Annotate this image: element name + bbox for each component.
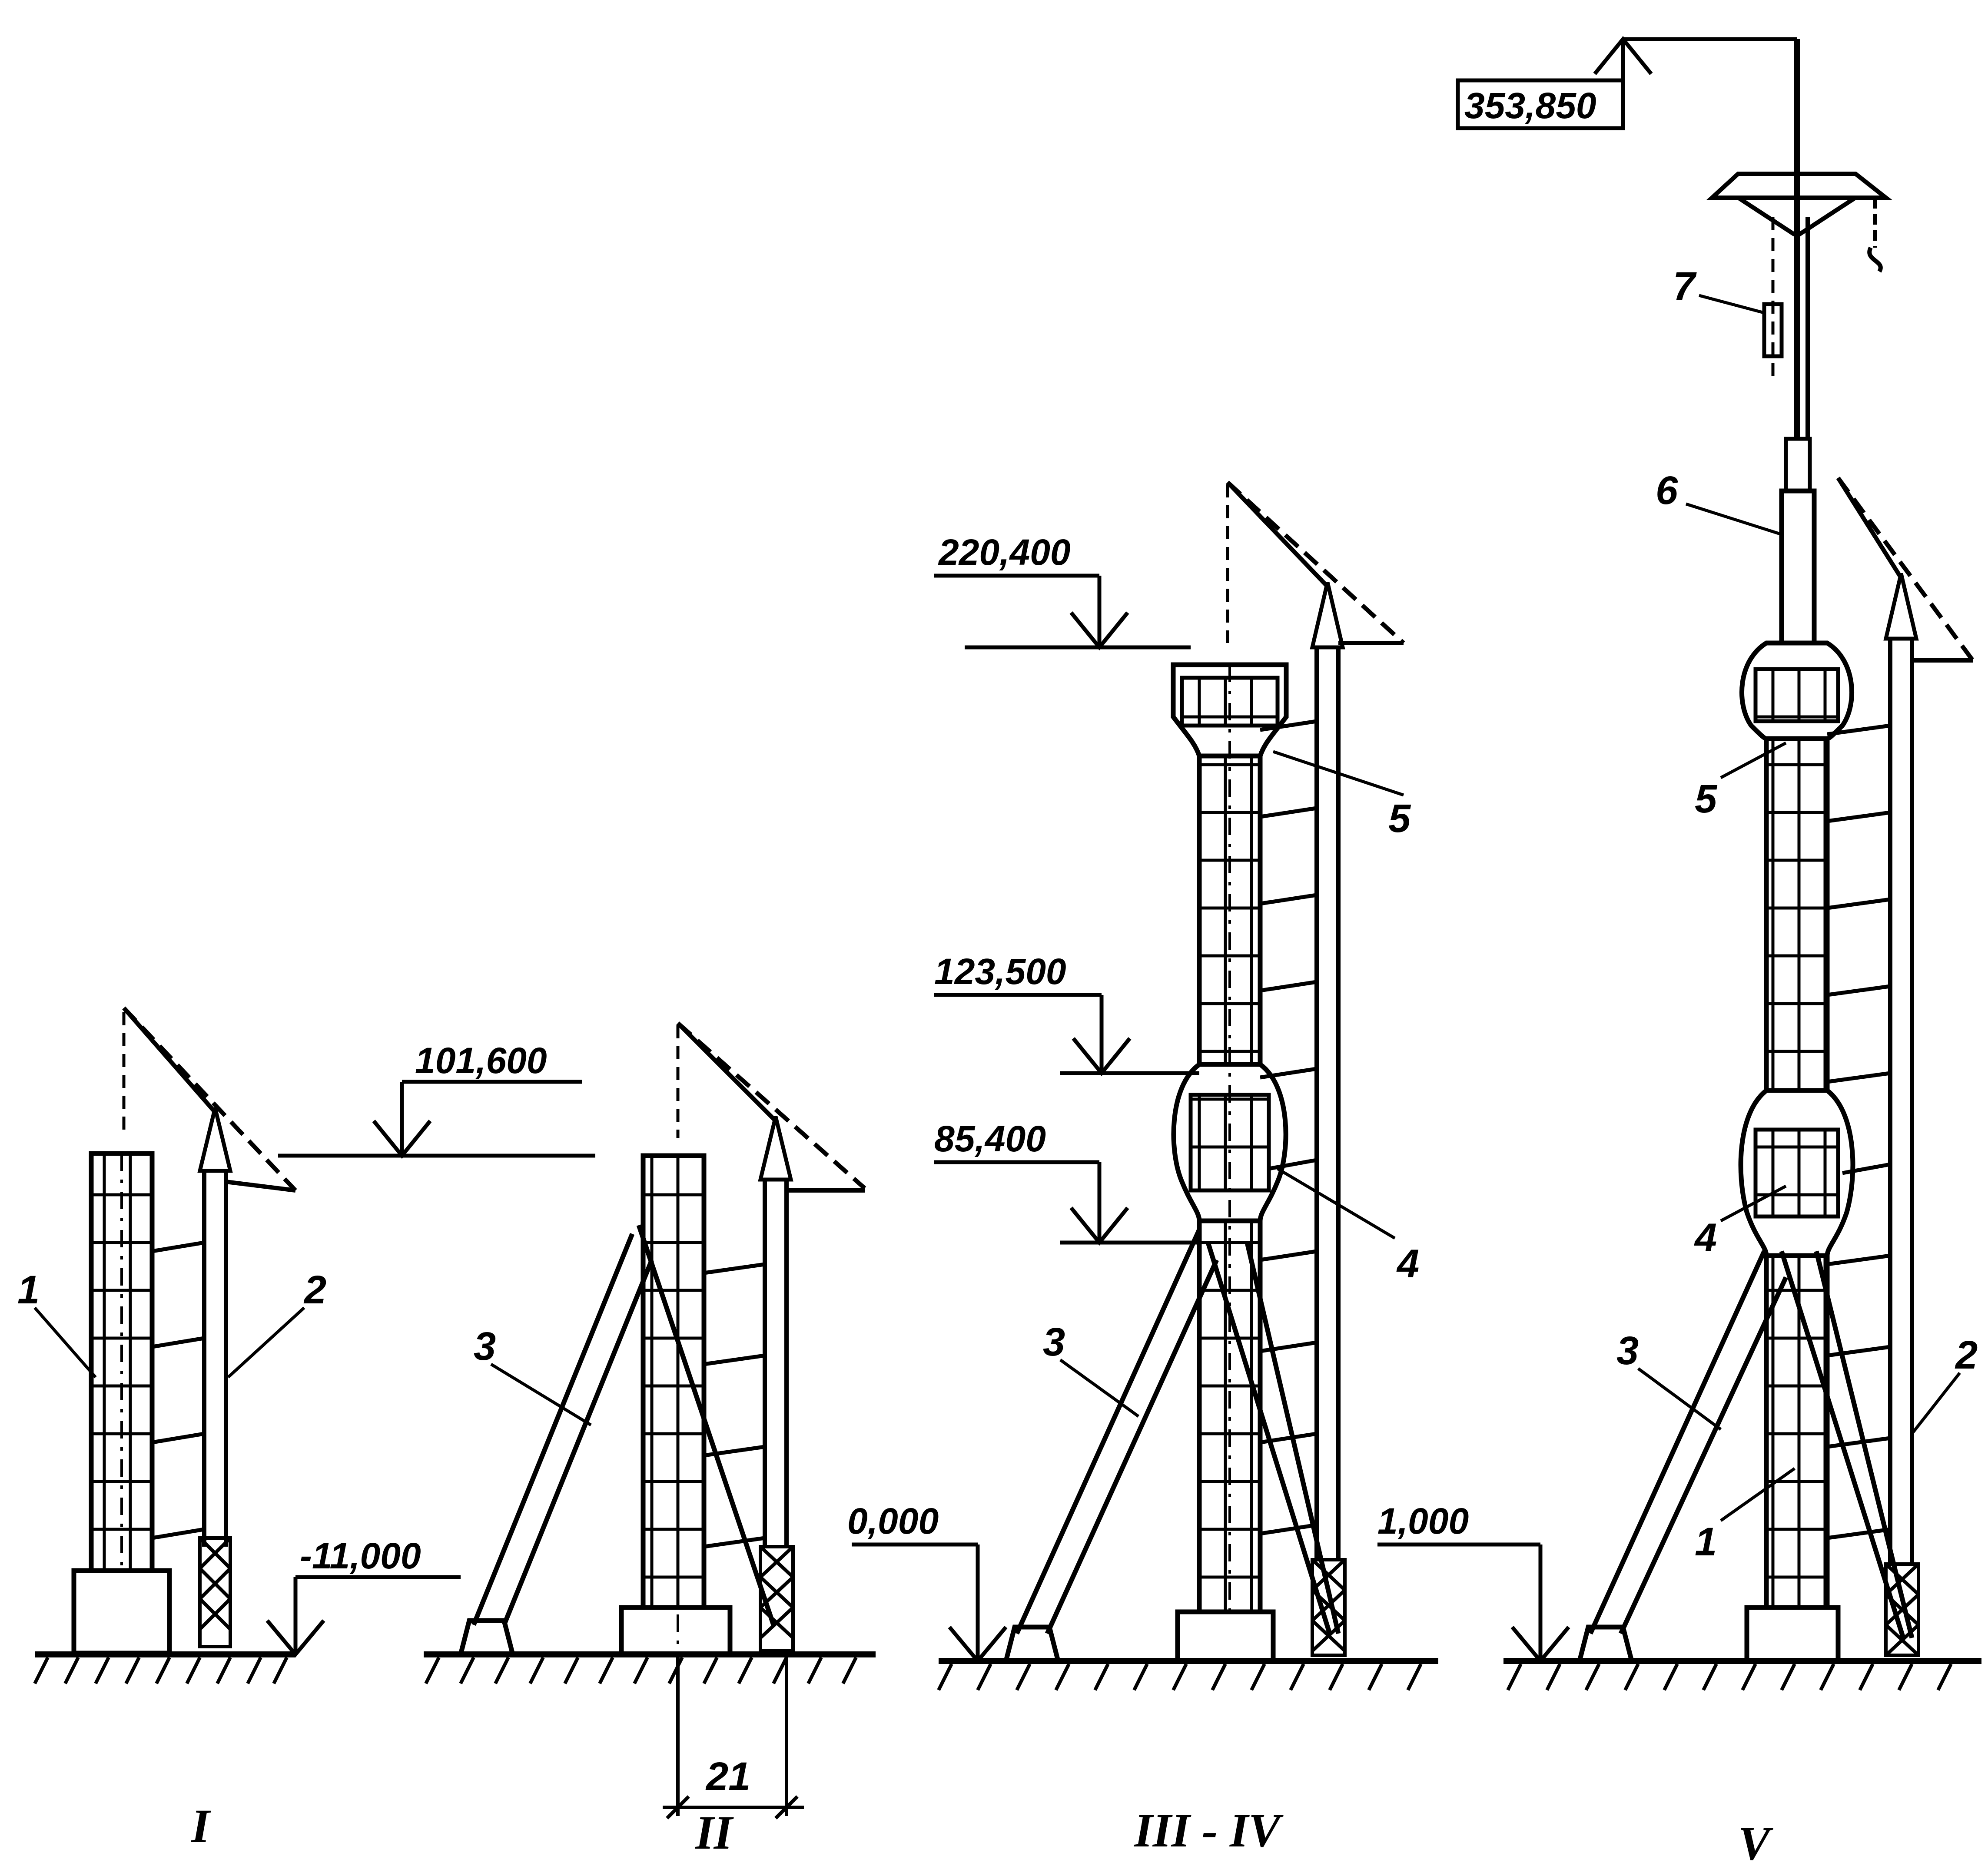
mast-section-6	[1779, 488, 1817, 646]
stage-ii	[424, 1021, 876, 1820]
level-0000-label: 0,000	[847, 1501, 939, 1541]
crane-ties	[1260, 719, 1317, 1536]
level-mark-101600	[278, 1080, 595, 1159]
callout-2-stage-v: 2	[1955, 1333, 1978, 1377]
ground-hatching	[1506, 1663, 1953, 1691]
level-mark-0000	[852, 1542, 1008, 1664]
leader-line-2	[227, 1306, 305, 1379]
mast-top-section	[1784, 437, 1812, 493]
leader-line-3	[490, 1363, 592, 1426]
stage-label-ii: II	[694, 1806, 734, 1859]
dimension-21-label: 21	[705, 1754, 750, 1799]
stage-label-v: V	[1738, 1817, 1773, 1870]
level-1000-label: 1,000	[1377, 1501, 1469, 1541]
crane-cab	[1310, 581, 1345, 650]
leader-line-6	[1685, 502, 1782, 536]
crane-base-lattice	[1884, 1562, 1920, 1657]
leader-line-2	[1911, 1372, 1961, 1435]
callout-5-stage-v: 5	[1695, 777, 1718, 821]
crane-base-lattice	[198, 1536, 232, 1648]
callout-5-stage-iii: 5	[1388, 796, 1411, 841]
crane-base-lattice	[1311, 1558, 1347, 1657]
leader-line-1	[1719, 1467, 1796, 1522]
crane-cab	[758, 1116, 793, 1182]
stage-i	[33, 1006, 595, 1684]
stage-v	[1377, 36, 1981, 1691]
crane-cab	[197, 1107, 233, 1173]
callout-1-stage-i: 1	[17, 1268, 40, 1312]
callout-3-stage-ii: 3	[474, 1324, 496, 1369]
top-crane-beam	[1706, 172, 1892, 273]
level-101600-label: 101,600	[415, 1040, 547, 1081]
callout-6-stage-v: 6	[1656, 468, 1678, 513]
callout-1-stage-v: 1	[1695, 1520, 1717, 1564]
ground-hatching	[424, 1657, 858, 1684]
level-mark-1000	[1377, 1542, 1570, 1664]
callout-2-stage-i: 2	[303, 1268, 326, 1312]
level-mark-minus11000	[266, 1575, 461, 1658]
crane-jib-tie	[122, 1006, 297, 1192]
leader-line-5	[1720, 741, 1787, 779]
tower-base-foundation	[1744, 1605, 1841, 1664]
labels: 101,600 -11,000 220,400 123,500 85,400 0…	[17, 85, 1978, 1870]
leader-line-7	[1699, 294, 1765, 315]
crane-jib	[1226, 481, 1329, 588]
level-minus11000-label: -11,000	[300, 1535, 421, 1576]
raking-strut	[1577, 1250, 1915, 1662]
level-123500-label: 123,500	[934, 951, 1066, 992]
tower-shaft-lower	[1764, 1253, 1830, 1610]
level-353850-label: 353,850	[1464, 85, 1596, 126]
crane-jib	[676, 1021, 777, 1123]
level-mark-220400	[934, 573, 1191, 651]
ground-hatching	[33, 1657, 289, 1684]
leader-line-1	[33, 1306, 97, 1379]
callout-4-stage-iii: 4	[1396, 1242, 1419, 1286]
ground-hatching	[937, 1663, 1423, 1691]
callout-3-stage-v: 3	[1616, 1329, 1639, 1373]
tower-shaft-upper	[1764, 736, 1830, 1093]
crane-ties	[152, 1240, 205, 1540]
crane-ties	[1827, 723, 1891, 1540]
tower-bulge-blocks	[1753, 1127, 1840, 1219]
tower-head-blocks	[1753, 667, 1840, 723]
level-mark-353850	[1456, 36, 1797, 130]
crane-jib	[122, 1006, 217, 1114]
stage-label-i: I	[190, 1800, 211, 1853]
callout-4-stage-v: 4	[1694, 1216, 1717, 1260]
tower-shaft	[641, 1153, 707, 1610]
crane-jib-tie	[1836, 477, 1975, 662]
crane-jib-tie	[1226, 481, 1405, 645]
crane-jib	[1836, 477, 1903, 579]
level-mark-123500	[934, 993, 1199, 1077]
crane-cab	[1883, 573, 1919, 641]
tower-base-foundation	[619, 1605, 733, 1657]
raking-strut	[1003, 1228, 1341, 1662]
level-85400-label: 85,400	[934, 1118, 1046, 1159]
stage-iii-iv	[852, 481, 1438, 1691]
level-mark-85400	[934, 1160, 1199, 1246]
leader-line-4	[1277, 1167, 1396, 1240]
crane-jib-tie	[676, 1021, 866, 1190]
tower-base-foundation	[71, 1568, 172, 1656]
dimension-21	[663, 1655, 804, 1820]
leader-line-4	[1720, 1184, 1787, 1223]
tower-base-foundation	[1175, 1609, 1276, 1664]
leader-line-3	[1059, 1359, 1140, 1418]
leader-line-3	[1637, 1367, 1722, 1431]
level-220400-label: 220,400	[938, 532, 1071, 573]
raking-strut	[458, 1224, 776, 1655]
callout-3-stage-iii: 3	[1043, 1320, 1065, 1364]
callout-7-stage-v: 7	[1673, 264, 1697, 308]
leader-line-5	[1272, 750, 1404, 797]
stage-label-iii-iv: III - IV	[1133, 1804, 1284, 1857]
crane-counter-jib	[226, 1180, 296, 1193]
